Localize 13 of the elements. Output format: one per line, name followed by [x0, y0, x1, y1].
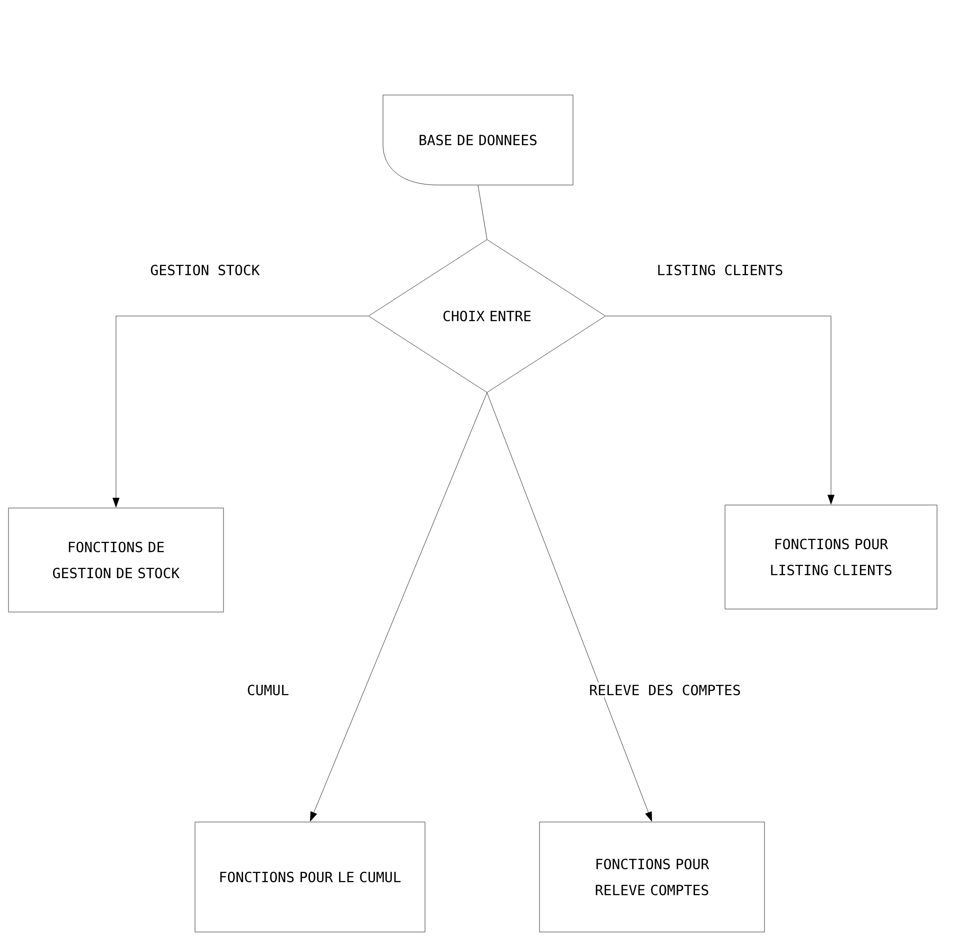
arrow — [486, 392, 652, 822]
process-box: FONCTIONS DE GESTION DE STOCK — [8, 508, 224, 612]
arrow — [112, 316, 368, 508]
document-shape: BASE DE DONNEES — [382, 94, 574, 186]
edge-label: CUMUL — [244, 682, 292, 698]
arrow — [606, 316, 834, 504]
process-box: FONCTIONS POUR LISTING CLIENTS — [724, 504, 938, 610]
edge-label: RELEVE DES COMPTES — [587, 682, 743, 698]
process-box: FONCTIONS POUR RELEVE COMPTES — [539, 822, 765, 932]
edge-label: LISTING CLIENTS — [654, 262, 786, 278]
arrow — [310, 392, 488, 822]
edge-label: GESTION STOCK — [148, 262, 262, 278]
process-box: FONCTIONS POUR LE CUMUL — [194, 822, 426, 932]
